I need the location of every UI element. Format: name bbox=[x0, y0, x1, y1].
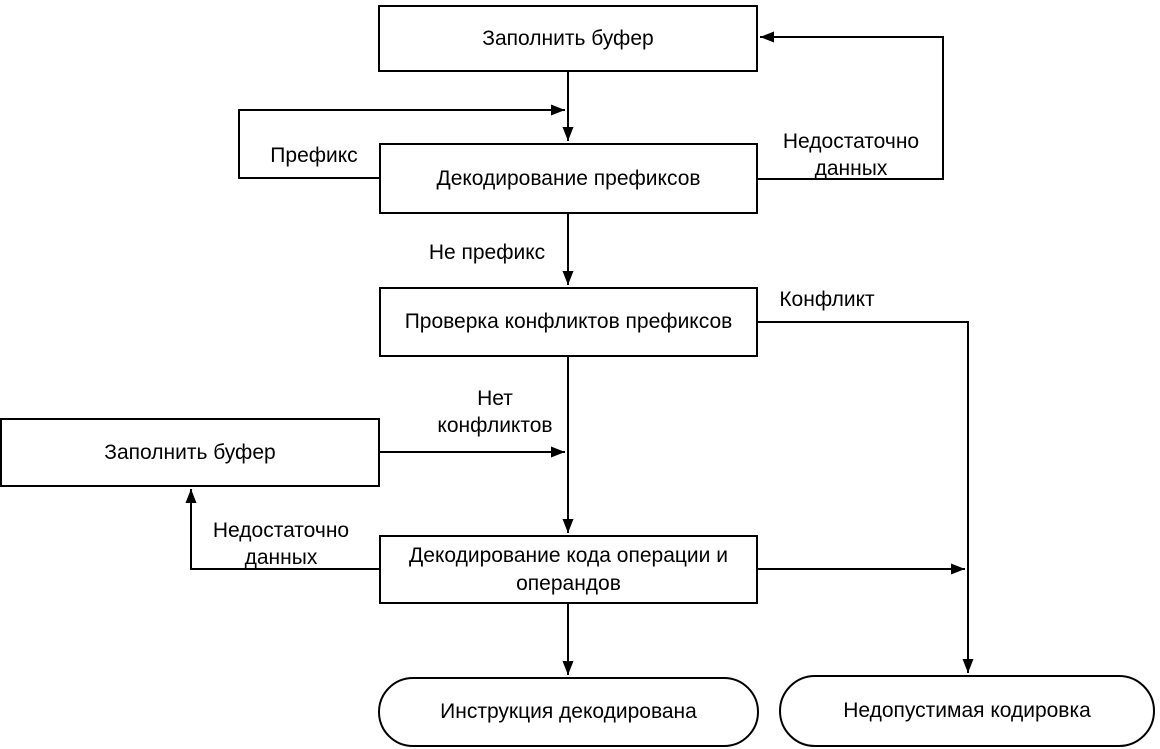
node-label: Заполнить буфер bbox=[104, 440, 276, 464]
node-invalid-encoding: Недопустимая кодировка bbox=[779, 675, 1155, 747]
edge-label-insufficient-data-bottom: Недостаточно данных bbox=[212, 519, 350, 569]
node-label: Декодирование кода операции и операндов bbox=[409, 543, 728, 595]
node-decode-prefixes: Декодирование префиксов bbox=[379, 143, 758, 214]
edge-label-not-prefix: Не префикс bbox=[428, 241, 546, 264]
node-label: Заполнить буфер bbox=[482, 26, 654, 50]
node-fill-buffer-left: Заполнить буфер bbox=[0, 418, 380, 487]
node-instruction-decoded: Инструкция декодирована bbox=[378, 677, 759, 747]
node-label: Декодирование префиксов bbox=[436, 166, 701, 190]
edge-label-conflict: Конфликт bbox=[779, 288, 875, 311]
node-decode-opcode-operands: Декодирование кода операции и операндов bbox=[379, 535, 758, 604]
edge-insufficient-data-to-top-buffer bbox=[757, 31, 944, 180]
edge-label-prefix: Префикс bbox=[270, 144, 358, 167]
edge-prefix-loop bbox=[238, 104, 565, 179]
node-check-prefix-conflicts: Проверка конфликтов префиксов bbox=[379, 287, 758, 357]
edge-insufficient-data-to-left-buffer bbox=[185, 489, 379, 570]
node-fill-buffer-top: Заполнить буфер bbox=[378, 5, 758, 72]
edge-label-no-conflicts: Нет конфликтов bbox=[437, 387, 553, 437]
node-label: Инструкция декодирована bbox=[440, 700, 697, 723]
node-label: Недопустимая кодировка bbox=[843, 699, 1091, 722]
edge-label-insufficient-data-top: Недостаточно данных bbox=[782, 130, 920, 180]
edge-conflict-to-invalid-encoding bbox=[757, 321, 974, 673]
node-label: Проверка конфликтов префиксов bbox=[404, 310, 733, 333]
